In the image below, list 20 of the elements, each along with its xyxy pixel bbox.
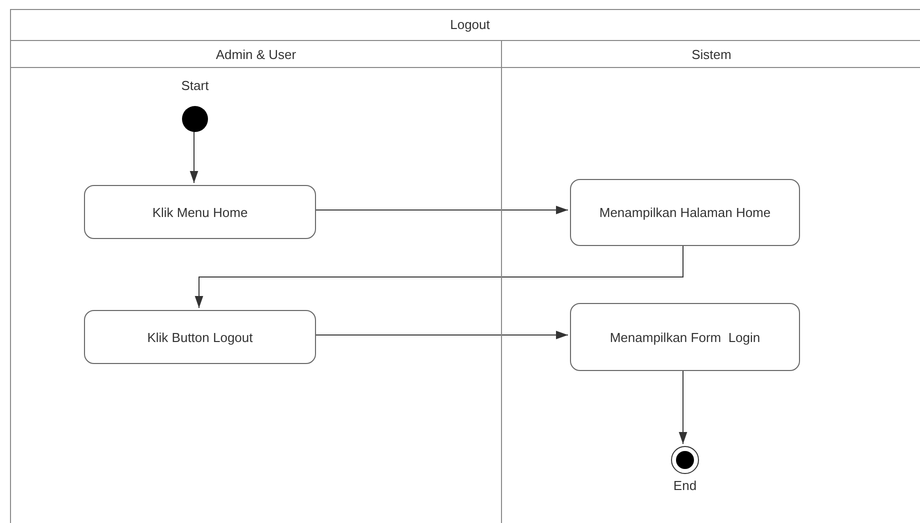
lane-header: Sistem [690, 47, 732, 62]
arrow [314, 330, 568, 340]
arrow [194, 244, 684, 308]
swimlane-pool [10, 9, 920, 523]
swimlane [501, 40, 920, 523]
action-label: Menampilkan Form Login [608, 330, 762, 344]
arrow [190, 130, 198, 184]
action-label: Menampilkan Halaman Home [598, 205, 772, 220]
end-label: End [672, 478, 698, 493]
arrow [678, 368, 688, 444]
action-label: Klik Button Logout [146, 330, 254, 344]
action-label: Klik Menu Home [151, 204, 249, 220]
action-box [84, 310, 316, 364]
action-box [84, 185, 316, 239]
pool-title: Logout [449, 17, 491, 32]
lane-header: Admin & User [214, 47, 298, 62]
action-box [570, 303, 800, 371]
start-label: Start [180, 78, 210, 93]
action-box [570, 179, 800, 246]
arrow [314, 206, 568, 214]
